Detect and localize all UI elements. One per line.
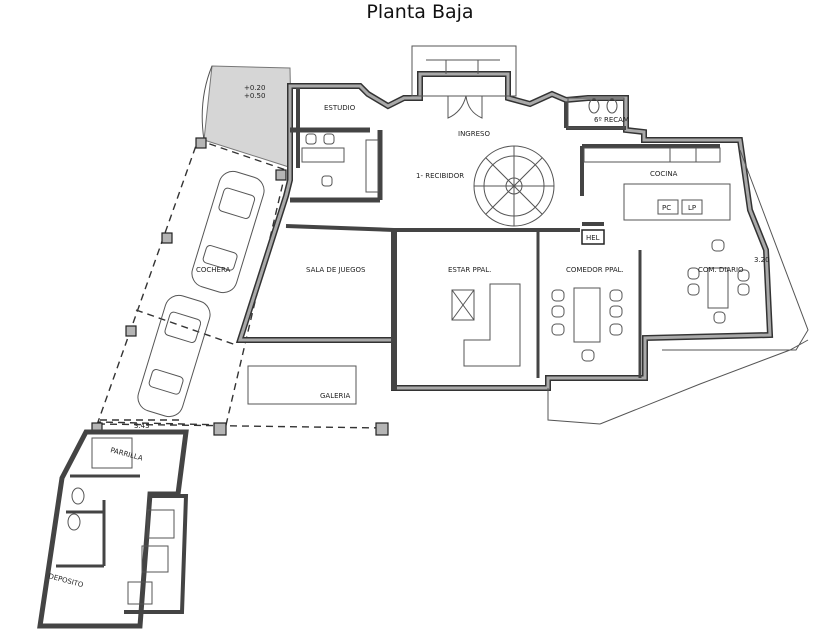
spiral-staircase	[473, 145, 555, 227]
label-sala-juegos: SALA DE JUEGOS	[306, 266, 366, 274]
chair	[305, 133, 317, 145]
label-deposito: DEPOSITO	[47, 572, 84, 589]
chair	[737, 269, 750, 282]
service-wing	[37, 429, 189, 629]
island-cooktop	[681, 199, 703, 215]
chair	[713, 311, 726, 324]
label-comedor-diario: COM. DIARIO	[698, 266, 744, 274]
column	[161, 232, 173, 244]
plan-title: Planta Baja	[366, 1, 474, 23]
label-hel: HEL	[586, 234, 600, 242]
label-lp: LP	[688, 204, 696, 212]
chair	[323, 133, 335, 145]
car-1	[191, 170, 265, 294]
column	[275, 169, 287, 181]
breakfast-table	[707, 267, 729, 309]
chair	[321, 175, 333, 187]
label-estar: ESTAR PPAL.	[448, 266, 491, 274]
column	[195, 137, 207, 149]
l-sofa	[463, 283, 521, 367]
cabinet	[365, 139, 379, 193]
interior-walls	[285, 88, 720, 390]
galeria-bench	[247, 365, 357, 405]
label-pc: PC	[662, 204, 671, 212]
column	[375, 422, 389, 436]
terrace-arc	[201, 65, 213, 141]
chair	[737, 283, 750, 296]
column	[125, 325, 137, 337]
label-galeria: GALERIA	[320, 392, 350, 400]
level-mark: +0.50	[244, 92, 265, 100]
terrace-area	[203, 65, 293, 169]
entrance-portico	[411, 45, 517, 97]
dining-chairs	[551, 289, 623, 362]
level-mark: 3.43	[134, 422, 150, 430]
main-door	[447, 95, 483, 119]
level-mark: +0.20	[244, 84, 265, 92]
label-recibidor: 1- RECIBIDOR	[416, 172, 464, 180]
exterior-outline-2	[547, 388, 601, 425]
dining-table	[573, 287, 601, 343]
label-parrilla: PARRILLA	[109, 446, 143, 462]
chair	[687, 267, 700, 280]
column	[213, 422, 227, 436]
label-estudio: ESTUDIO	[324, 104, 356, 112]
level-mark: 3.20	[754, 256, 770, 264]
exterior-outline	[599, 149, 809, 425]
island-sink	[657, 199, 679, 215]
bathroom	[567, 97, 625, 129]
kitchen-counter	[583, 147, 721, 163]
label-ingreso: INGRESO	[458, 130, 490, 138]
garage-divider	[135, 309, 237, 346]
label-recamara: 6º RECAM	[594, 116, 629, 124]
bar-stool	[711, 239, 725, 252]
label-cocina: COCINA	[650, 170, 678, 178]
stove	[669, 147, 697, 163]
hel-box	[581, 229, 605, 245]
car-2	[137, 294, 211, 418]
toilet	[606, 98, 618, 114]
toilet	[588, 98, 600, 114]
house-outer-wall-gray	[237, 72, 772, 390]
kitchen-island	[623, 183, 731, 221]
chair	[687, 283, 700, 296]
desk	[301, 147, 345, 163]
label-cochera: COCHERA	[196, 266, 231, 274]
label-comedor: COMEDOR PPAL.	[566, 266, 624, 274]
coffee-table	[451, 289, 475, 321]
